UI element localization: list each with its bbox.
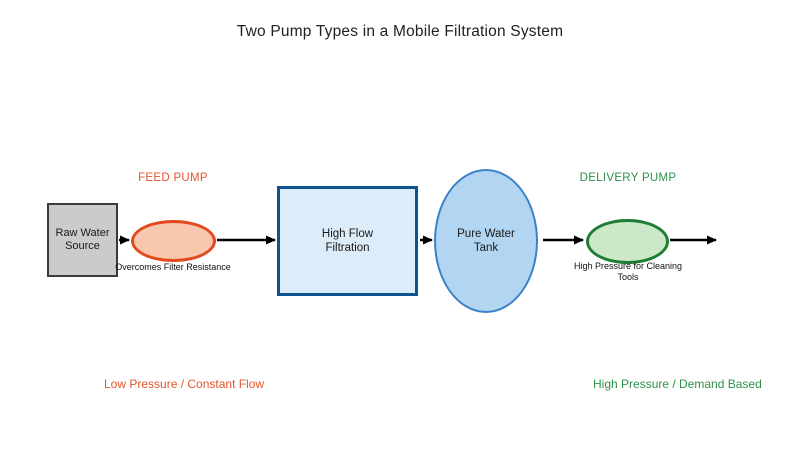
pure-water-tank-label: Pure Water Tank: [457, 228, 515, 254]
raw-water-source-label: Raw Water Source: [55, 227, 110, 252]
delivery-pump-heading: DELIVERY PUMP: [579, 172, 677, 184]
feed-pump-heading: FEED PUMP: [138, 172, 208, 184]
node-pure-water-tank: Pure Water Tank: [434, 169, 538, 313]
delivery-pump-caption: High Pressure for Cleaning Tools: [573, 261, 683, 282]
node-raw-water-source: Raw Water Source: [47, 203, 118, 277]
node-delivery-pump: [586, 219, 669, 264]
node-feed-pump: [131, 220, 216, 262]
feed-pump-caption: Overcomes Filter Resistance: [115, 262, 231, 272]
feed-pump-footnote: Low Pressure / Constant Flow: [104, 377, 265, 391]
diagram-title: Two Pump Types in a Mobile Filtration Sy…: [236, 23, 564, 40]
node-high-flow-filtration: High Flow Filtration: [277, 186, 418, 296]
delivery-pump-footnote: High Pressure / Demand Based: [593, 377, 762, 391]
high-flow-filtration-label: High Flow Filtration: [321, 228, 374, 254]
